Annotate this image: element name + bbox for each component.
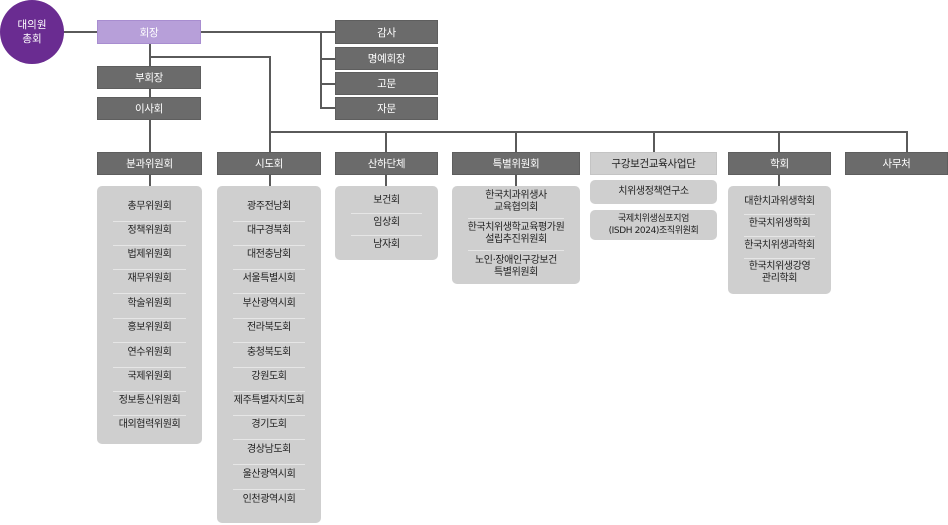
list-item: 대전충남회 [246, 249, 291, 260]
list-item: 임상회 [373, 217, 400, 228]
committees-list: 총무위원회 정책위원회 법제위원회 재무위원회 학술위원회 홍보위원회 연수위원… [97, 186, 202, 444]
dept-header-affiliates: 산하단체 [335, 152, 438, 175]
affiliates-list: 보건회 임상회 남자회 [335, 186, 438, 260]
connector-dept-7 [906, 131, 908, 152]
vice-chairman-node: 부회장 [97, 66, 201, 89]
connector-dept-6-box [778, 175, 780, 187]
list-item: 한국치위생과학회 [744, 240, 815, 251]
list-item: 대외협력위원회 [118, 419, 181, 430]
list-item: 정보통신위원회 [118, 395, 181, 406]
list-item: 학술위원회 [127, 298, 172, 309]
assembly-node: 대의원 총회 [0, 0, 64, 64]
list-item: 정책위원회 [127, 225, 172, 236]
list-item: 한국치위생학회 [748, 218, 811, 229]
list-item: 광주전남회 [246, 201, 291, 212]
list-item: 경상남도회 [246, 444, 291, 455]
advisor-auditor: 감사 [335, 20, 438, 44]
connector-advisors-trunk [320, 31, 322, 108]
connector-advisor-2 [320, 58, 336, 60]
connector-advisor-3 [320, 83, 336, 85]
regions-list: 광주전남회 대구경북회 대전충남회 서울특별시회 부산광역시회 전라북도회 충청… [217, 186, 321, 523]
list-item: 노인·장애인구강보건 특별위원회 [475, 255, 557, 278]
chairman-node: 회장 [97, 20, 201, 44]
dept-header-education: 구강보건교육사업단 [590, 152, 717, 175]
advisor-consultant: 자문 [335, 97, 438, 120]
connector-root-chairman [62, 31, 98, 33]
dept-header-secretariat: 사무처 [845, 152, 948, 175]
connector-departments-bus [269, 131, 907, 133]
list-item: 울산광역시회 [242, 469, 296, 480]
advisor-adviser: 고문 [335, 72, 438, 95]
connector-chairman-branch [149, 56, 270, 58]
special-committees-list: 한국치과위생사 교육협의회 한국치위생학교육평가원 설립추진위원회 노인·장애인… [452, 186, 580, 284]
connector-dept-3 [385, 131, 387, 152]
connector-advisor-4 [320, 107, 336, 109]
list-item: 서울특별시회 [242, 273, 296, 284]
dept-header-special: 특별위원회 [452, 152, 580, 175]
list-item: 대구경북회 [246, 225, 291, 236]
list-item: 한국치과위생사 교육협의회 [485, 190, 547, 213]
list-item: 홍보위원회 [127, 322, 172, 333]
list-item: 강원도회 [251, 371, 287, 382]
list-item: 재무위원회 [127, 273, 172, 284]
list-item: 한국치위생학교육평가원 설립추진위원회 [467, 222, 565, 245]
connector-dept-2-box [269, 175, 271, 187]
education-item-symposium: 국제치위생심포지엄 (ISDH 2024)조직위원회 [590, 210, 717, 240]
list-item: 법제위원회 [127, 249, 172, 260]
list-item: 제주특별자치도회 [233, 395, 305, 406]
connector-dept-4 [515, 131, 517, 152]
dept-header-societies: 학회 [728, 152, 831, 175]
connector-dept-3-box [385, 175, 387, 187]
list-item: 보건회 [373, 195, 400, 206]
connector-dept-5 [653, 131, 655, 152]
list-item: 국제치위생심포지엄 (ISDH 2024)조직위원회 [608, 214, 699, 236]
connector-dept-4-box [515, 175, 517, 187]
list-item: 충청북도회 [246, 347, 291, 358]
list-item: 남자회 [373, 239, 400, 250]
list-item: 경기도회 [251, 419, 287, 430]
list-item: 대한치과위생학회 [744, 196, 815, 207]
list-item: 총무위원회 [127, 201, 172, 212]
advisor-honorary-chairman: 명예회장 [335, 47, 438, 70]
list-item: 연수위원회 [127, 347, 172, 358]
list-item: 치위생정책연구소 [618, 186, 689, 197]
connector-chairman-advisors [200, 31, 336, 33]
list-item: 국제위원회 [127, 371, 172, 382]
list-item: 전라북도회 [246, 322, 291, 333]
dept-header-regions: 시도회 [217, 152, 321, 175]
education-item-policy-institute: 치위생정책연구소 [590, 180, 717, 204]
list-item: 인천광역시회 [242, 494, 296, 505]
list-item: 부산광역시회 [242, 298, 296, 309]
board-node: 이사회 [97, 97, 201, 120]
connector-dept-1-box [149, 175, 151, 187]
list-item: 한국치위생강영 관리학회 [748, 261, 811, 284]
dept-header-committees: 분과위원회 [97, 152, 202, 175]
societies-list: 대한치과위생학회 한국치위생학회 한국치위생과학회 한국치위생강영 관리학회 [728, 186, 831, 294]
connector-dept-6 [778, 131, 780, 152]
connector-branch-down [269, 56, 271, 152]
